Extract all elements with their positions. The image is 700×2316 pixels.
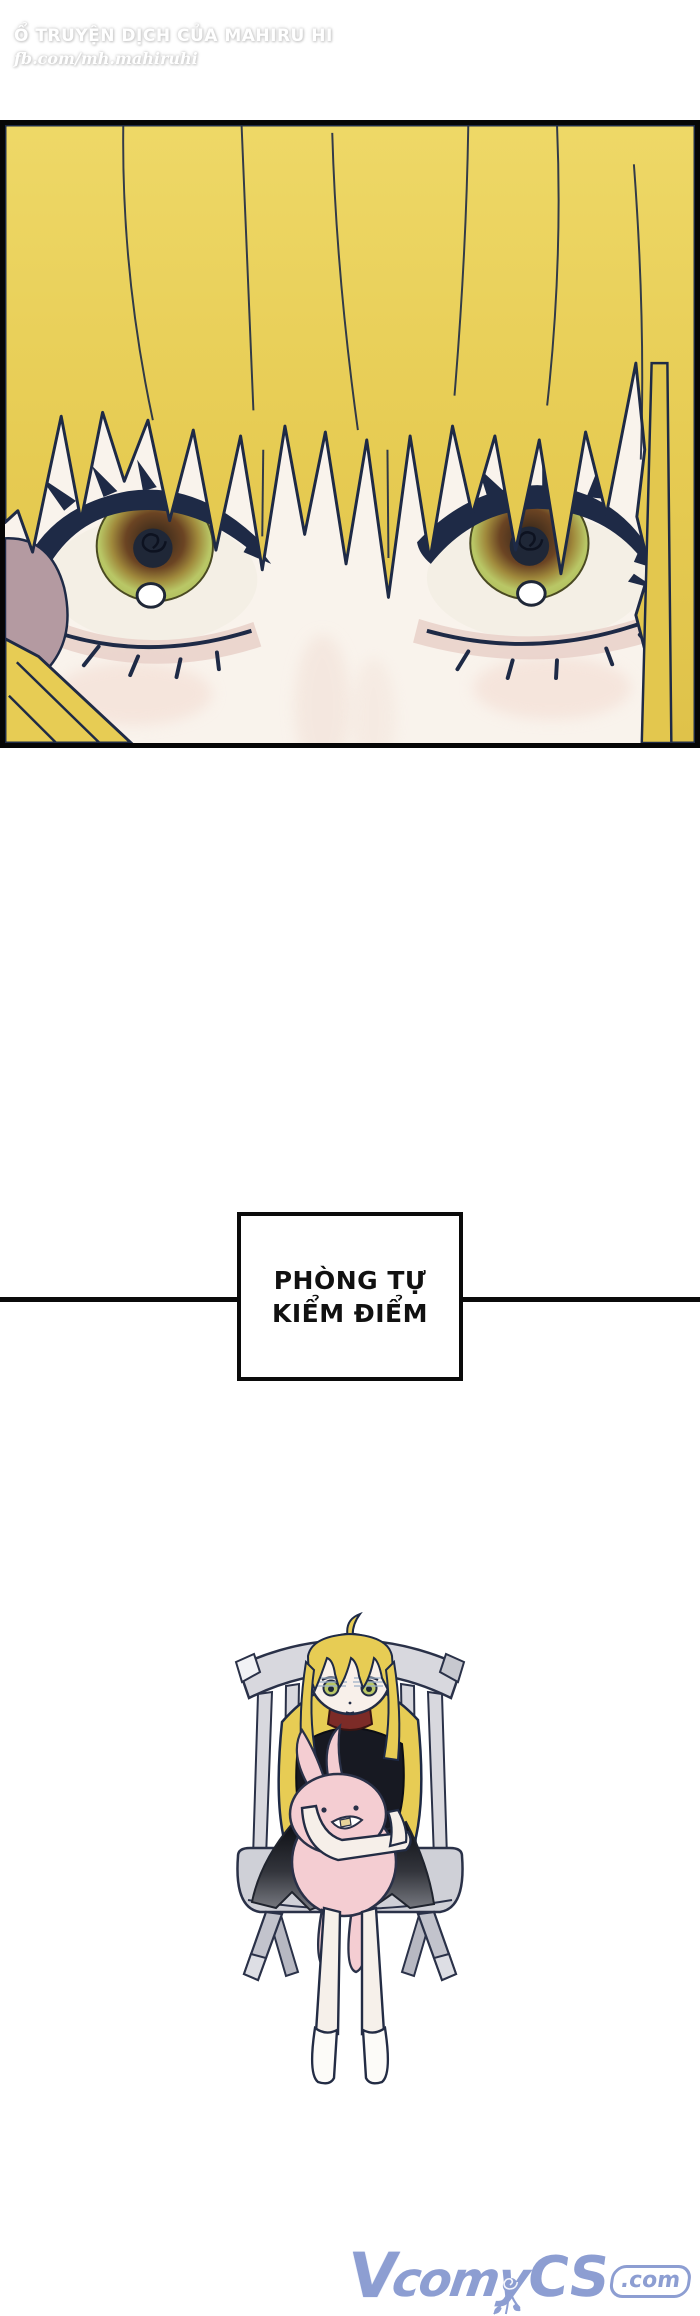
corner-strand-lines [8,661,101,743]
translator-watermark: Ổ TRUYỆN DỊCH CỦA MAHIRU HI fb.com/mh.ma… [14,26,333,68]
hair-strand-lines [122,125,644,559]
eyes-closeup-panel [0,120,700,748]
eyes-closeup-art [5,125,695,743]
caption-box: PHÒNG TỰ KIỂM ĐIỂM [237,1212,463,1381]
vcomycs-watermark: V comy CS .com [344,2208,700,2315]
caption-line-2: KIỂM ĐIỂM [271,1298,429,1328]
left-lower-lashes [81,644,221,680]
translator-name: Ổ TRUYỆN DỊCH CỦA MAHIRU HI [14,26,333,46]
translator-facebook-url: fb.com/mh.mahiruhi [14,49,198,68]
logo-dot-com-pill: .com [608,2265,693,2298]
girl-on-chair-art [234,1612,466,2085]
left-eye [10,459,272,680]
rose-icon [493,2278,521,2315]
girl-on-chair-illustration [220,1612,480,2092]
left-eye-highlight [135,582,167,609]
right-eye-highlight [516,580,547,607]
chair-legs [242,1910,458,1982]
girl [250,1612,436,2085]
logo-letters-cs: CS [523,2244,614,2310]
girl-arms [300,1804,412,1862]
caption-line-1: PHÒNG TỰ [273,1265,427,1295]
blonde-bangs [5,125,695,743]
girl-legs [310,1906,390,2085]
left-upper-lash [29,489,261,570]
